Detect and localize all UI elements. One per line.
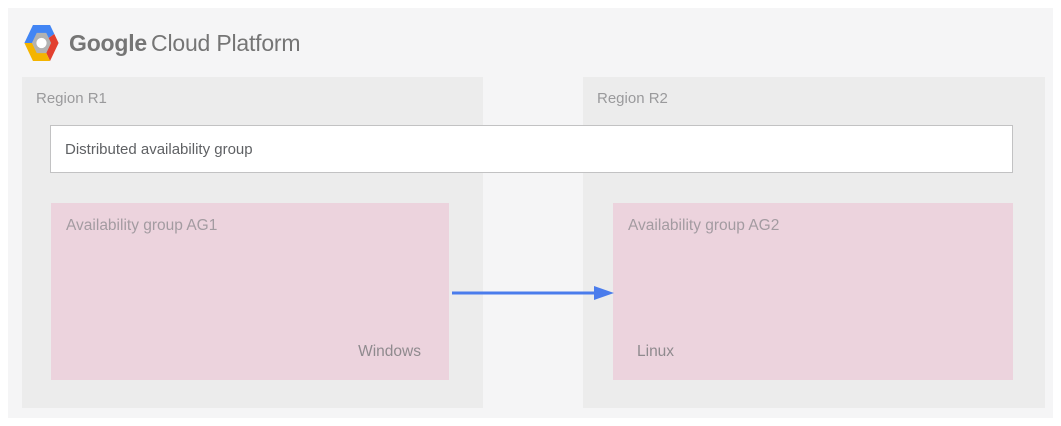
gcp-logo-icon — [24, 24, 59, 62]
availability-group-ag1-box: Availability group AG1 Windows — [51, 203, 449, 380]
os-label-linux: Linux — [637, 343, 675, 360]
brand-cloud-platform: Cloud Platform — [151, 29, 301, 56]
distributed-availability-group-box: Distributed availability group — [50, 125, 1013, 173]
availability-group-ag1-label: Availability group AG1 — [66, 217, 218, 234]
brand-google: Google — [69, 29, 148, 56]
os-label-windows: Windows — [358, 343, 421, 360]
distributed-availability-group-label: Distributed availability group — [65, 140, 253, 158]
region-r2-label: Region R2 — [597, 90, 668, 107]
region-r1-label: Region R1 — [36, 90, 107, 107]
availability-group-ag2-box: Availability group AG2 Linux — [613, 203, 1013, 380]
replication-arrow-icon — [452, 286, 614, 300]
availability-group-ag2-label: Availability group AG2 — [628, 217, 780, 234]
